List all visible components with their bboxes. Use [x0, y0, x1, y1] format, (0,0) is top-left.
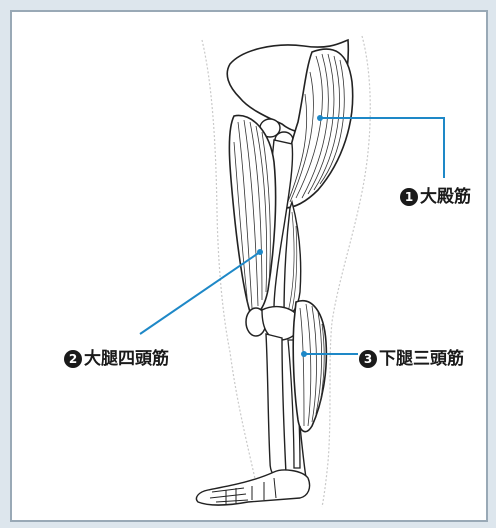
leader-line-quadriceps: [140, 252, 260, 334]
number-badge-1: 1: [400, 188, 418, 206]
achilles-tendon: [300, 426, 306, 478]
quadriceps-femoris: [229, 115, 275, 313]
number-badge-3: 3: [359, 350, 377, 368]
label-text-gluteus: 大殿筋: [420, 187, 471, 207]
foot-bones: [196, 470, 309, 505]
number-badge-2: 2: [64, 350, 82, 368]
label-text-calf: 下腿三頭筋: [379, 349, 464, 369]
leg-muscle-illustration: [12, 12, 486, 520]
label-text-quadriceps: 大腿四頭筋: [84, 349, 169, 369]
tibia-bone: [266, 334, 286, 478]
